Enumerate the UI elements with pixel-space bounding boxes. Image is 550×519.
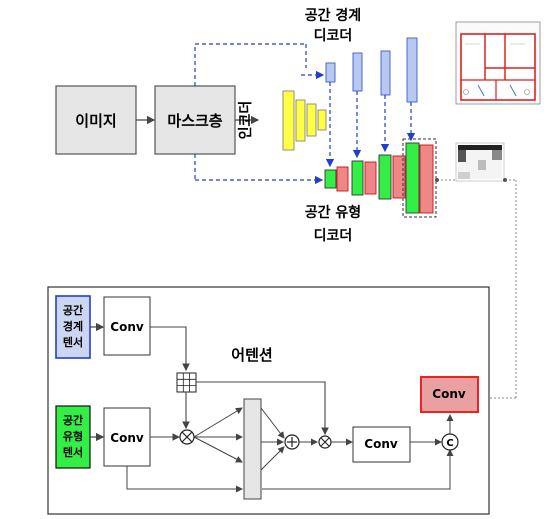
encoder-label: 인코더 <box>237 101 254 140</box>
boundary-decoder-stack <box>325 37 418 103</box>
conv-type-label: Conv <box>110 431 144 445</box>
multiply-node-2 <box>318 435 332 449</box>
boundary-tensor-box <box>55 295 91 359</box>
boundary-block-1 <box>325 62 336 83</box>
boundary-block-2 <box>352 52 363 92</box>
type-block-red-3 <box>392 155 406 199</box>
conv-middle-label: Conv <box>364 437 398 451</box>
attention-title: 어텐션 <box>231 346 272 364</box>
attention-map-grid <box>176 372 197 393</box>
encoder-block-3 <box>306 103 317 137</box>
arrow-grid-to-multiply-2 <box>196 381 329 436</box>
link-dot-left <box>435 178 439 182</box>
type-tensor-label-2: 유형 <box>63 429 83 443</box>
type-block-green-4 <box>405 142 420 214</box>
type-tensor-label-1: 공간 <box>63 413 83 427</box>
type-block-red-1 <box>336 166 349 192</box>
boundary-decoder-label-1: 공간 경계 <box>305 7 361 24</box>
conv-boundary-box <box>103 296 151 356</box>
type-floorplan-thumbnail <box>455 142 505 182</box>
type-block-green-1 <box>324 169 337 189</box>
mask-layer-label: 마스크층 <box>167 112 222 130</box>
type-block-red-4 <box>419 144 434 214</box>
plus-node <box>284 434 300 450</box>
boundary-block-4 <box>406 37 418 103</box>
type-block-red-2 <box>364 161 377 195</box>
conv-output-box <box>420 376 479 413</box>
type-output-highlight <box>402 138 437 218</box>
boundary-block-3 <box>380 50 391 96</box>
arrow-conv-to-grid <box>150 326 190 372</box>
arrow-residual-to-concat <box>262 449 454 490</box>
encoder-block-1 <box>282 90 295 151</box>
arrow-residual-bottom <box>126 466 243 493</box>
encoder-stack <box>282 90 327 151</box>
multiply-node-1 <box>179 429 195 445</box>
encoder-block-2 <box>295 99 306 142</box>
type-tensor-box <box>55 405 91 469</box>
type-decoder-stack <box>324 138 437 218</box>
boundary-tensor-label-3: 텐서 <box>63 335 83 349</box>
boundary-decoder-label-2: 디코더 <box>314 28 353 44</box>
skip-connections <box>194 43 416 185</box>
boundary-tensor-label-2: 경계 <box>63 319 83 333</box>
fanout-arrows <box>193 407 243 463</box>
boundary-tensor-label-1: 공간 <box>63 303 83 317</box>
link-dot-right <box>503 178 507 182</box>
conv-middle-box <box>352 426 411 463</box>
encoder-block-4 <box>317 109 327 131</box>
conv-output-label: Conv <box>432 387 466 401</box>
image-box <box>55 85 137 155</box>
converge-arrows <box>260 407 285 471</box>
boundary-floorplan-thumbnail <box>455 21 541 105</box>
concat-symbol: C <box>446 438 453 449</box>
type-block-green-3 <box>378 154 392 200</box>
channel-bar <box>243 398 262 500</box>
mask-layer-box <box>154 85 236 155</box>
type-decoder-label-2: 디코더 <box>314 228 353 244</box>
conv-boundary-label: Conv <box>110 320 144 334</box>
image-label: 이미지 <box>75 112 116 130</box>
type-tensor-label-3: 텐서 <box>63 445 83 459</box>
type-decoder-label-1: 공간 유형 <box>305 204 361 221</box>
type-block-green-2 <box>351 160 364 196</box>
